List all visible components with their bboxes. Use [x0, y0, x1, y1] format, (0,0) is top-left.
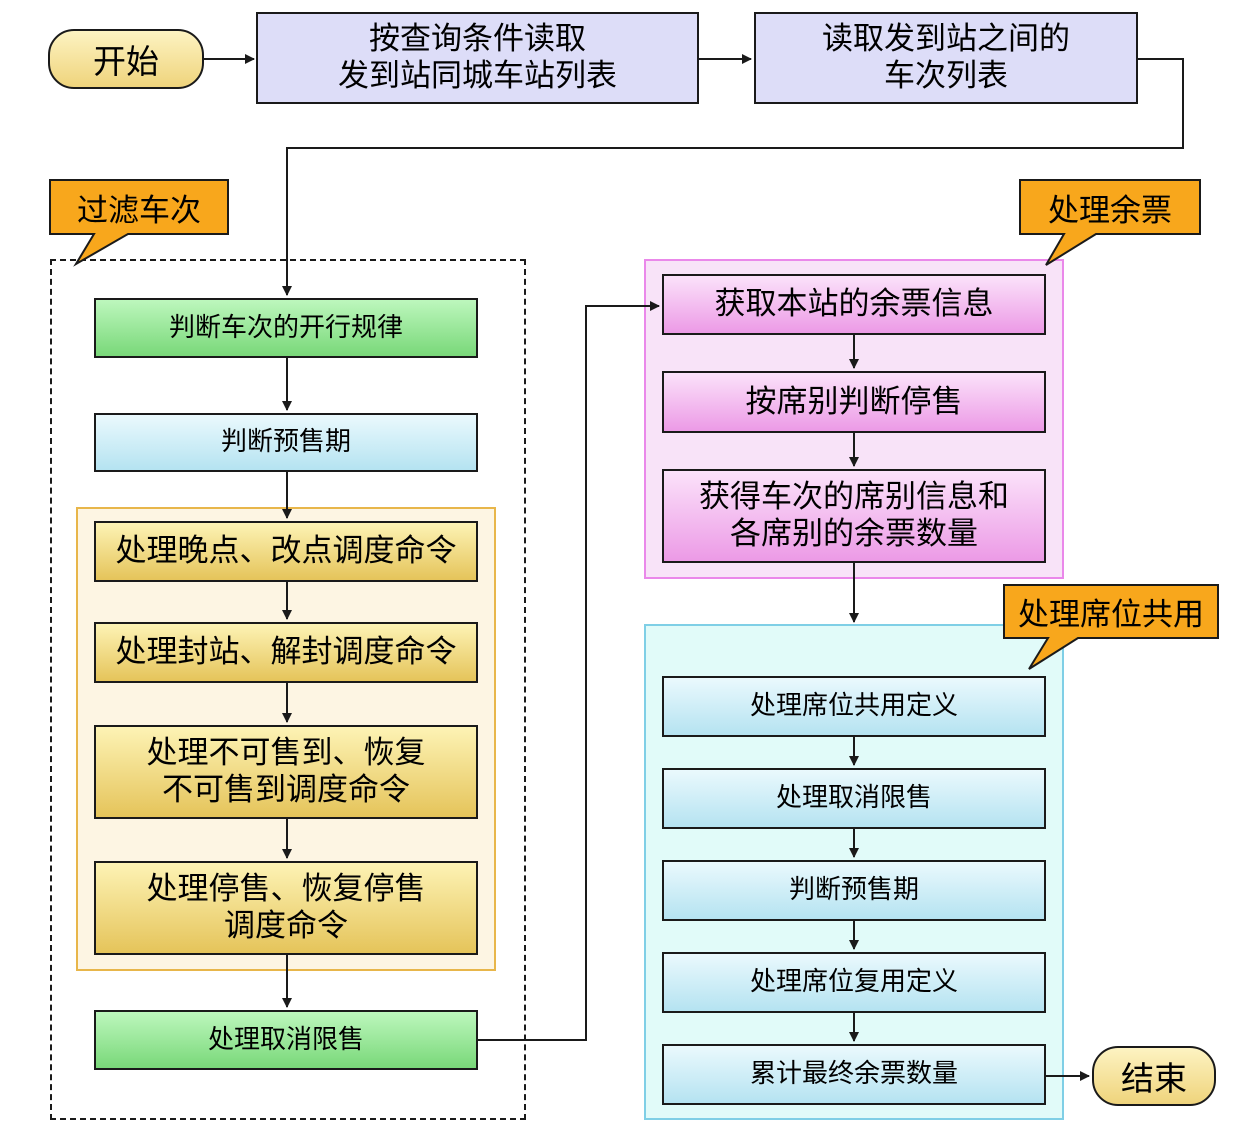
cancel-limit-box: 处理取消限售: [94, 1010, 478, 1070]
seat-share-def-box: 处理席位共用定义: [662, 676, 1046, 737]
share-presale-box: 判断预售期: [662, 860, 1046, 921]
start-node: 开始: [48, 29, 204, 89]
judge-presale-box: 判断预售期: [94, 413, 478, 472]
stop-sale-order-box: 处理停售、恢复停售 调度命令: [94, 861, 478, 955]
seal-unseal-order-box: 处理封站、解封调度命令: [94, 622, 478, 683]
end-node: 结束: [1092, 1046, 1216, 1106]
share-cancel-limit-box: 处理取消限售: [662, 768, 1046, 829]
seat-class-info-box: 获得车次的席别信息和 各席别的余票数量: [662, 469, 1046, 563]
process-tickets-label: 处理余票: [1048, 192, 1172, 229]
filter-trains-label: 过滤车次: [77, 192, 201, 229]
read-train-list-box: 读取发到站之间的 车次列表: [754, 12, 1138, 104]
unsellable-order-box: 处理不可售到、恢复 不可售到调度命令: [94, 725, 478, 819]
seat-reuse-def-box: 处理席位复用定义: [662, 952, 1046, 1013]
late-change-order-box: 处理晚点、改点调度命令: [94, 521, 478, 582]
stop-by-seat-class-box: 按席别判断停售: [662, 371, 1046, 433]
total-remaining-box: 累计最终余票数量: [662, 1044, 1046, 1105]
read-station-list-box: 按查询条件读取 发到站同城车站列表: [256, 12, 699, 104]
get-ticket-info-box: 获取本站的余票信息: [662, 274, 1046, 335]
seat-share-label: 处理席位共用: [1018, 597, 1204, 633]
judge-running-rule-box: 判断车次的开行规律: [94, 298, 478, 358]
